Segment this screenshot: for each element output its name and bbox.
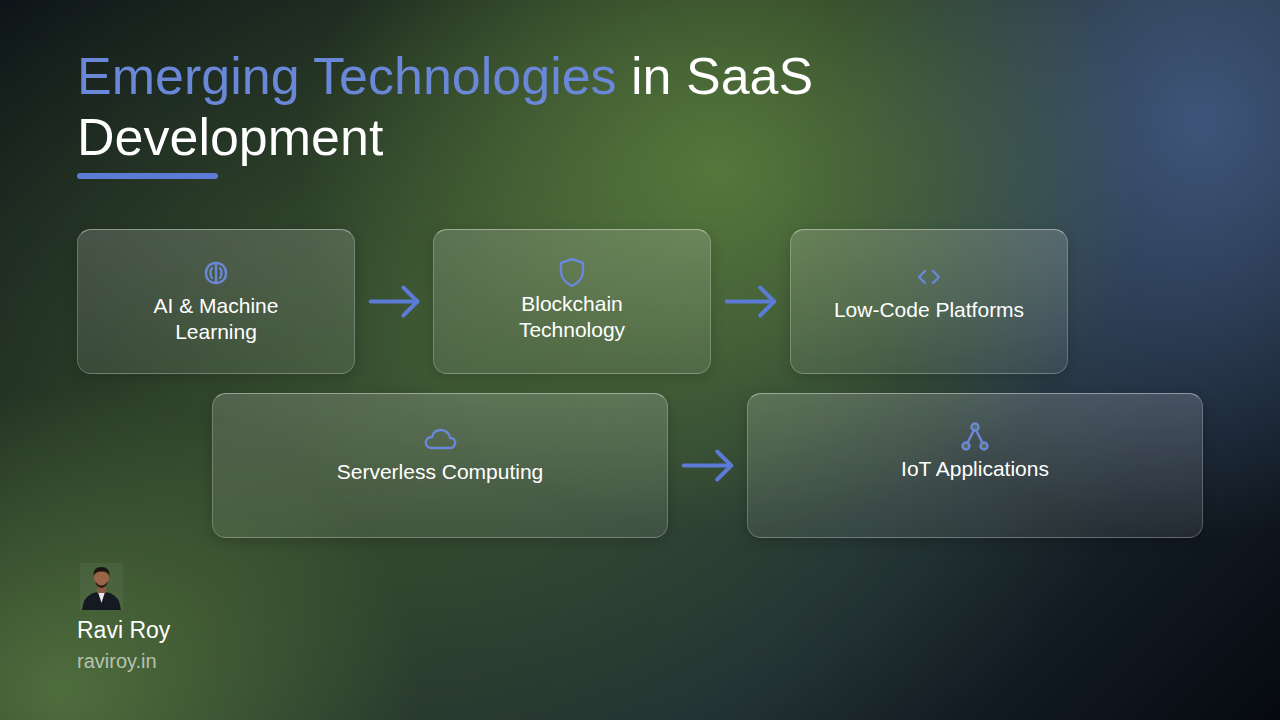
technology-box: Blockchain Technology bbox=[433, 229, 711, 374]
author-avatar bbox=[80, 563, 123, 610]
technology-icon bbox=[201, 259, 231, 289]
arrow-head bbox=[403, 288, 417, 316]
box-label: AI & Machine Learning bbox=[141, 293, 291, 345]
flow-arrow bbox=[684, 452, 731, 480]
flow-arrow bbox=[727, 288, 774, 316]
slide-title: Emerging Technologies in SaaS Developmen… bbox=[77, 46, 857, 168]
author-website: raviroy.in bbox=[77, 650, 157, 673]
technology-box: AI & Machine Learning bbox=[77, 229, 355, 374]
title-underline bbox=[77, 173, 218, 179]
technology-icon bbox=[960, 422, 990, 452]
technology-icon bbox=[418, 425, 462, 455]
technology-icon bbox=[914, 263, 944, 293]
author-name: Ravi Roy bbox=[77, 617, 170, 644]
flow-arrow bbox=[371, 288, 418, 316]
title-text: Emerging Technologies in SaaS Developmen… bbox=[77, 47, 813, 166]
arrow-head bbox=[717, 452, 731, 480]
box-label: Blockchain Technology bbox=[497, 291, 647, 343]
technology-box: IoT Applications bbox=[747, 393, 1203, 538]
technology-icon bbox=[557, 257, 587, 287]
box-label: IoT Applications bbox=[901, 456, 1049, 482]
arrow-head bbox=[760, 288, 774, 316]
box-label: Low-Code Platforms bbox=[834, 297, 1024, 323]
arrow-shaft bbox=[727, 300, 774, 304]
arrow-shaft bbox=[684, 464, 731, 468]
arrow-shaft bbox=[371, 300, 418, 304]
technology-box: Low-Code Platforms bbox=[790, 229, 1068, 374]
technology-box: Serverless Computing bbox=[212, 393, 668, 538]
box-label: Serverless Computing bbox=[337, 459, 544, 485]
